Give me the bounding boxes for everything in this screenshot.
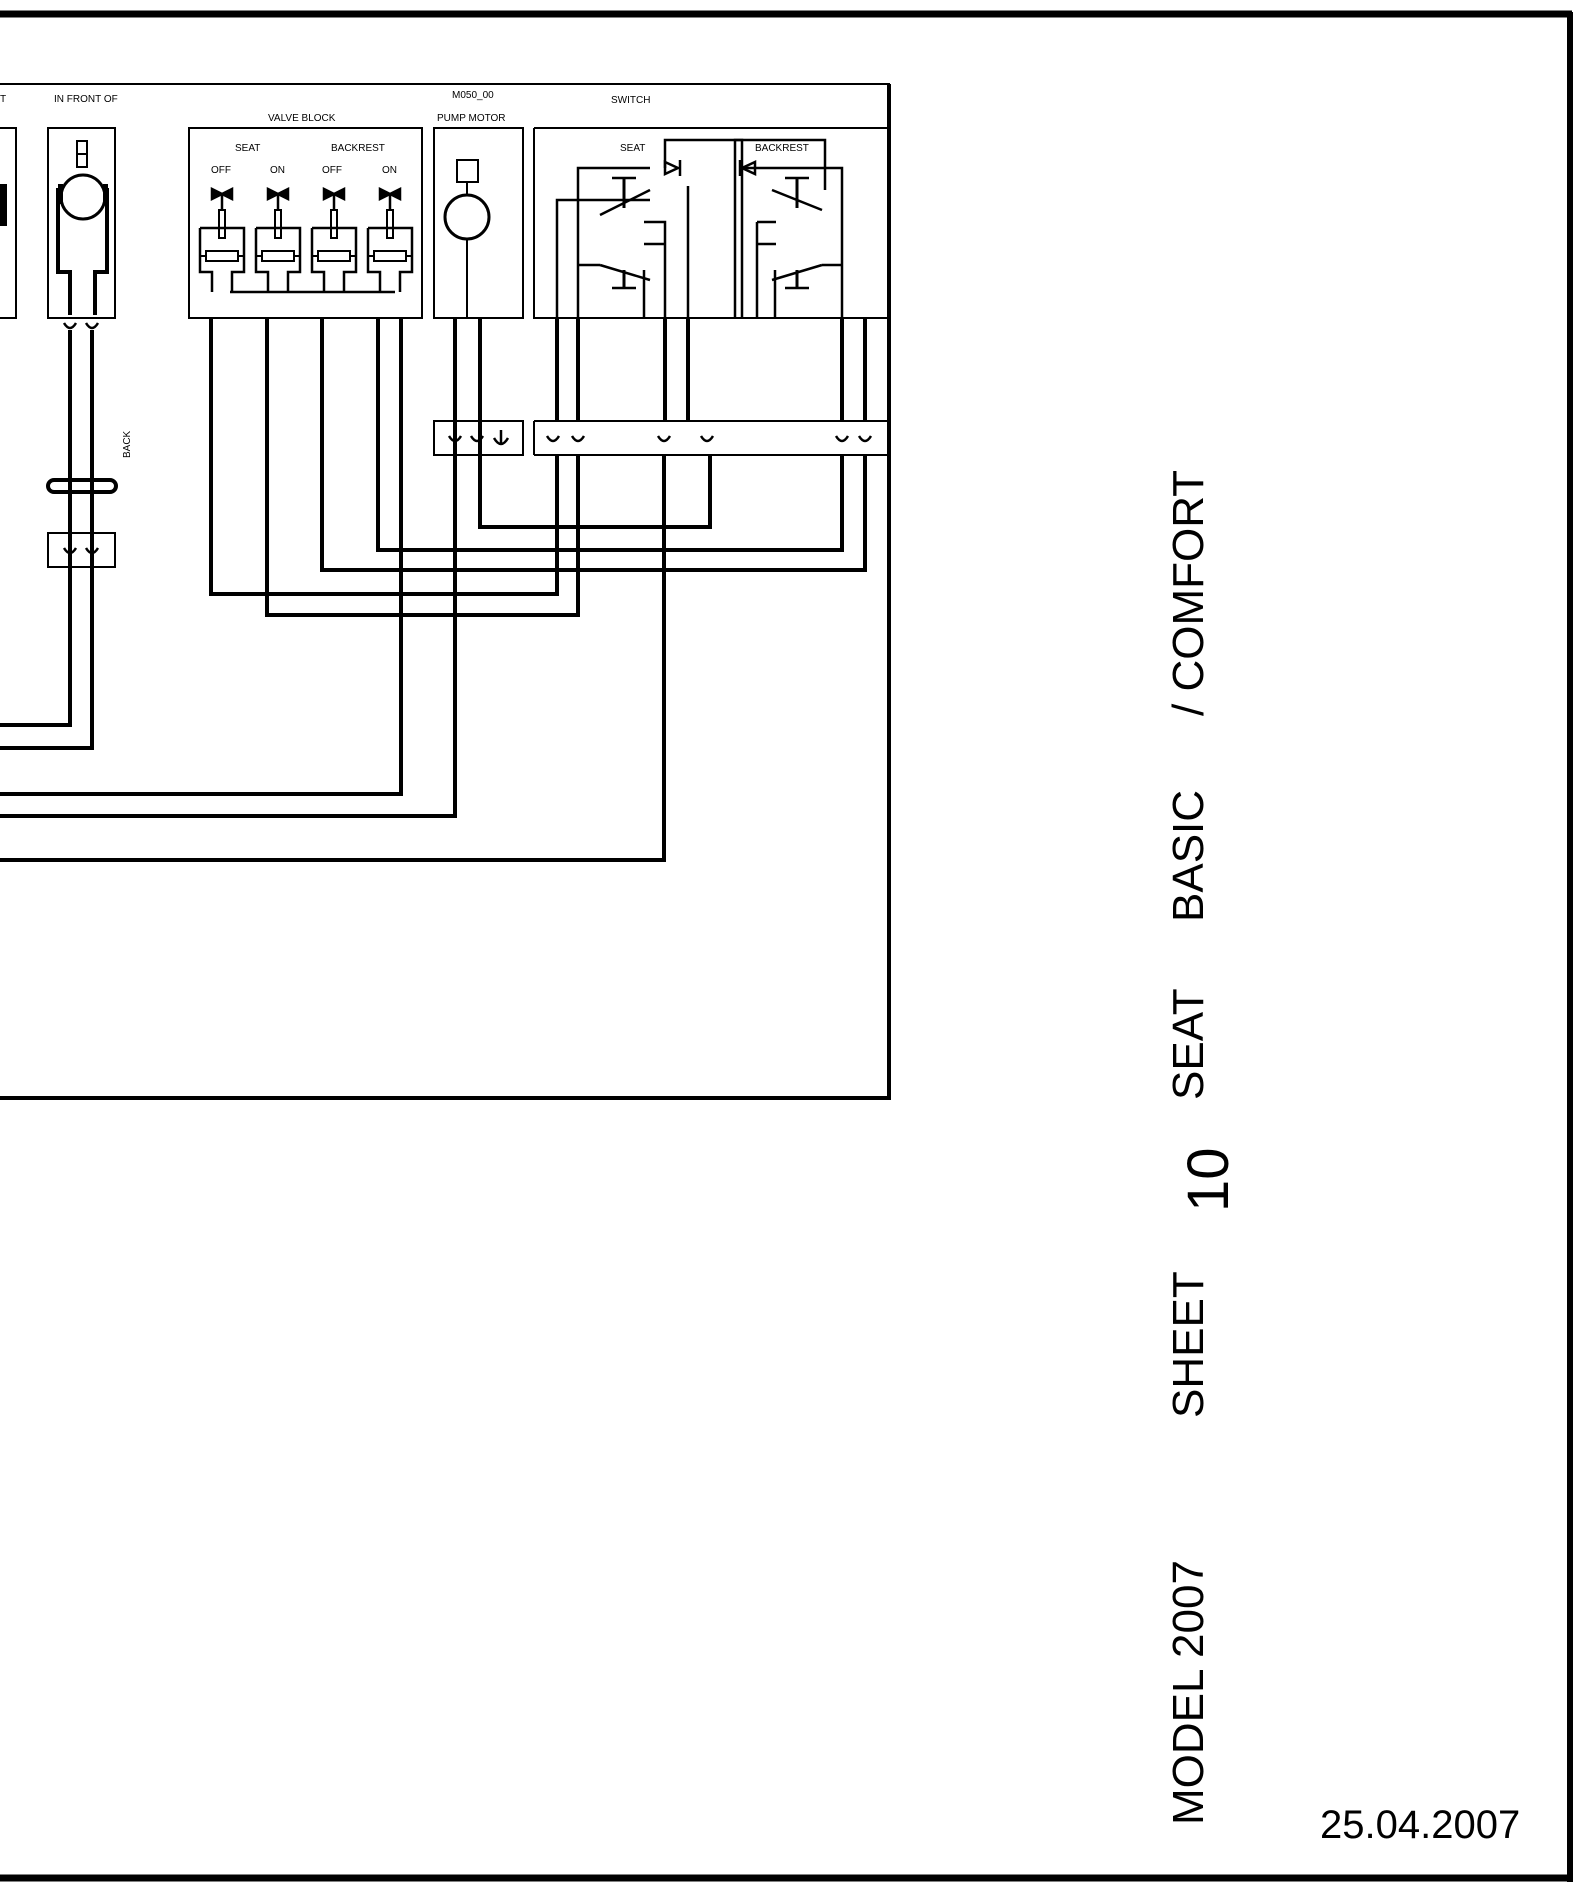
left-cut-label: T	[0, 94, 6, 105]
valve-backrest-label: BACKREST	[331, 143, 385, 154]
valve-seat-label: SEAT	[235, 143, 260, 154]
switch-seat-label: SEAT	[620, 143, 645, 154]
valve-set	[198, 186, 414, 292]
valve-seat-off-label: OFF	[211, 165, 231, 176]
title-sheet-label: SHEET	[1164, 1271, 1213, 1418]
switch-symbol	[533, 127, 890, 319]
sheet-border	[0, 10, 1573, 1882]
title-basic: BASIC	[1164, 790, 1213, 922]
wiring	[0, 318, 867, 862]
valve-block-label: VALVE BLOCK	[268, 113, 336, 124]
front-connector-top	[62, 322, 100, 330]
title-comfort: / COMFORT	[1164, 470, 1213, 716]
left-partial-component	[0, 127, 17, 319]
valve-backrest-on-label: ON	[382, 165, 397, 176]
valve-backrest-off	[310, 186, 358, 292]
switch-label: SWITCH	[611, 95, 650, 106]
in-front-of-label: IN FRONT OF	[54, 94, 118, 105]
valve-backrest-on	[366, 186, 414, 292]
back-label: BACK	[122, 430, 133, 458]
switch-connector	[533, 420, 890, 456]
pump-code-label: M050_00	[452, 90, 494, 101]
title-date: 25.04.2007	[1320, 1803, 1520, 1847]
front-component	[47, 127, 116, 319]
pump-motor-symbol	[433, 127, 524, 319]
front-connector-bottom	[47, 532, 116, 568]
pump-motor-label: PUMP MOTOR	[437, 113, 506, 124]
title-seat: SEAT	[1164, 988, 1213, 1100]
front-connector-ring	[46, 478, 118, 494]
title-sheet-number: 10	[1176, 1147, 1241, 1212]
valve-seat-on	[254, 186, 302, 292]
valve-backrest-off-label: OFF	[322, 165, 342, 176]
valve-block-box	[188, 127, 423, 319]
diagram-frame	[0, 83, 891, 1100]
switch-backrest-label: BACKREST	[755, 143, 809, 154]
valve-seat-on-label: ON	[270, 165, 285, 176]
valve-seat-off	[198, 186, 246, 292]
title-model: MODEL 2007	[1164, 1560, 1213, 1825]
